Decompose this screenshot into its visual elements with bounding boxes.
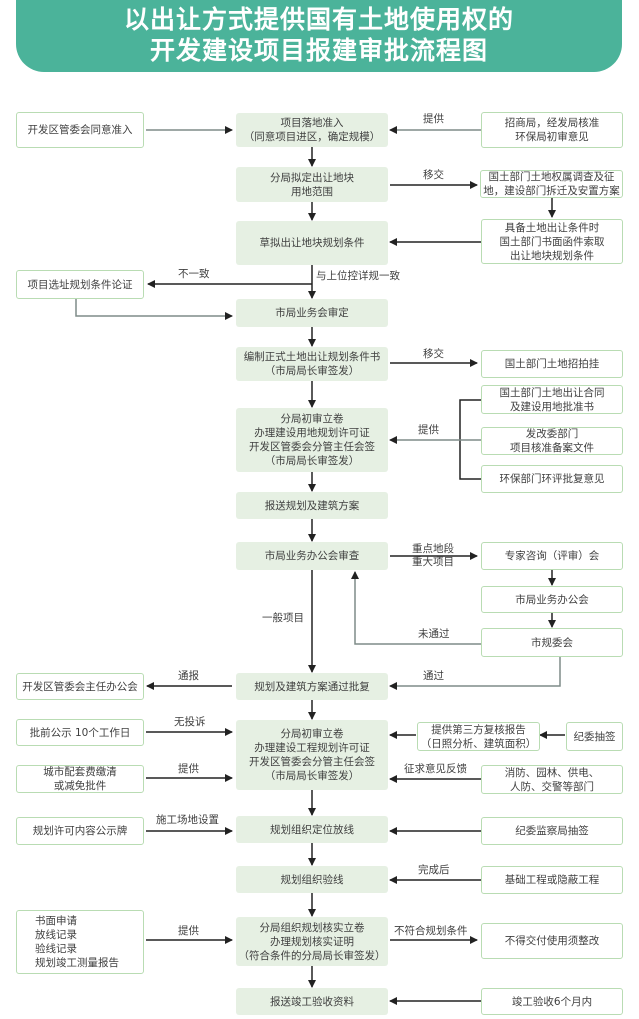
edge-label-transfer: 移交 — [423, 348, 444, 360]
main-step-line-check: 规划组织验线 — [236, 866, 388, 893]
right-box-completion-6-months: 竣工验收6个月内 — [481, 988, 623, 1015]
left-box-director-meeting: 开发区管委会主任办公会 — [16, 673, 144, 700]
right-box-eia-approval: 环保部门环评批复意见 — [481, 465, 623, 493]
left-box-public-notice: 批前公示 10个工作日 — [16, 719, 144, 746]
edge-label-provide: 提供 — [423, 113, 444, 125]
main-step-submit-completion: 报送竣工验收资料 — [236, 988, 388, 1015]
right-box-land-conditions: 具备土地出让条件时 国土部门书面函件索取 出让地块规划条件 — [481, 219, 623, 264]
main-step-formal-conditions: 编制正式土地出让规划条件书 （市局局长审签发） — [236, 347, 388, 381]
right-box-discipline-supervision: 纪委监察局抽签 — [481, 817, 623, 845]
edge-label-notify: 通报 — [178, 670, 199, 682]
edge-label-key-projects: 重点地段 重大项目 — [412, 543, 454, 568]
right-box-bureau-meeting: 市局业务办公会 — [481, 586, 623, 613]
title-line-1: 以出让方式提供国有土地使用权的 — [123, 5, 514, 34]
left-box-supporting-fee: 城市配套费缴清 或减免批件 — [16, 765, 144, 793]
title-banner: 以出让方式提供国有土地使用权的 开发建设项目报建审批流程图 — [16, 0, 622, 72]
edge-label-not-passed: 未通过 — [418, 628, 450, 640]
right-box-third-party-report: 提供第三方复核报告 （日照分析、建筑面积） — [417, 722, 540, 751]
right-box-land-survey: 国土部门土地权属调查及征 地，建设部门拆迁及安置方案 — [480, 170, 623, 198]
main-step-scheme-approved: 规划及建筑方案通过批复 — [236, 673, 388, 700]
edge-label-no-complaint: 无投诉 — [174, 716, 206, 728]
right-box-expert-consultation: 专家咨询（评审）会 — [481, 542, 623, 570]
right-box-ndrc-filing: 发改委部门 项目核准备案文件 — [481, 427, 623, 455]
left-box-site-demonstration: 项目选址规划条件论证 — [16, 270, 144, 299]
edge-label-provide: 提供 — [178, 763, 199, 775]
arrow-passed — [389, 657, 561, 690]
main-step-draft-planning-conditions: 草拟出让地块规划条件 — [236, 221, 388, 265]
right-box-land-contract: 国土部门土地出让合同 及建设用地批准书 — [481, 385, 623, 414]
edge-label-after-completion: 完成后 — [418, 864, 450, 876]
edge-label-provide: 提供 — [178, 925, 199, 937]
left-box-application-docs: 书面申请 放线记录 验线记录 规划竣工测量报告 — [16, 910, 144, 974]
right-box-planning-committee: 市规委会 — [481, 628, 623, 657]
edge-label-non-compliant: 不符合规划条件 — [394, 925, 468, 937]
main-step-draft-land-scope: 分局拟定出让地块 用地范围 — [236, 167, 388, 202]
title-line-2: 开发建设项目报建审批流程图 — [149, 36, 488, 65]
main-step-bureau-review: 市局业务会审定 — [236, 299, 388, 327]
main-step-planning-verification: 分局组织规划核实立卷 办理规划核实证明 （符合条件的分局局长审签发） — [236, 917, 388, 966]
right-box-foundation-works: 基础工程或隐蔽工程 — [481, 866, 623, 894]
edge-label-provide: 提供 — [418, 424, 439, 436]
edge-label-feedback: 征求意见反馈 — [404, 763, 467, 775]
main-step-project-admission: 项目落地准入 （同意项目进区，确定规模） — [236, 113, 388, 147]
edge-label-general-project: 一般项目 — [262, 612, 304, 624]
right-box-discipline-lottery: 纪委抽签 — [566, 722, 623, 751]
main-step-construction-permit: 分局初审立卷 办理建设工程规划许可证 开发区管委会分管主任会签 （市局局长审签发… — [236, 720, 388, 790]
right-box-land-auction: 国土部门土地招拍挂 — [481, 350, 623, 378]
main-step-land-use-permit: 分局初审立卷 办理建设用地规划许可证 开发区管委会分管主任会签 （市局局长审签发… — [236, 408, 388, 472]
right-box-investment-approval: 招商局，经发局核准 环保局初审意见 — [481, 112, 623, 148]
left-box-admission-consent: 开发区管委会同意准入 — [16, 112, 144, 148]
main-step-submit-scheme: 报送规划及建筑方案 — [236, 492, 388, 519]
right-box-departments-feedback: 消防、园林、供电、 人防、交警等部门 — [481, 765, 623, 794]
edge-label-site-setup: 施工场地设置 — [156, 814, 219, 826]
main-step-positioning: 规划组织定位放线 — [236, 816, 388, 843]
edge-label-transfer: 移交 — [423, 169, 444, 181]
left-box-permit-signboard: 规划许可内容公示牌 — [16, 817, 144, 845]
edge-label-consistent: 与上位控详规一致 — [316, 270, 400, 282]
edge-label-passed: 通过 — [423, 670, 444, 682]
edge-label-inconsistent: 不一致 — [178, 268, 210, 280]
main-step-bureau-meeting-review: 市局业务办公会审查 — [236, 542, 388, 570]
right-box-rectification: 不得交付使用须整改 — [481, 923, 623, 959]
arrow-demo-to-main — [75, 299, 233, 320]
bracket-provide — [459, 399, 481, 480]
